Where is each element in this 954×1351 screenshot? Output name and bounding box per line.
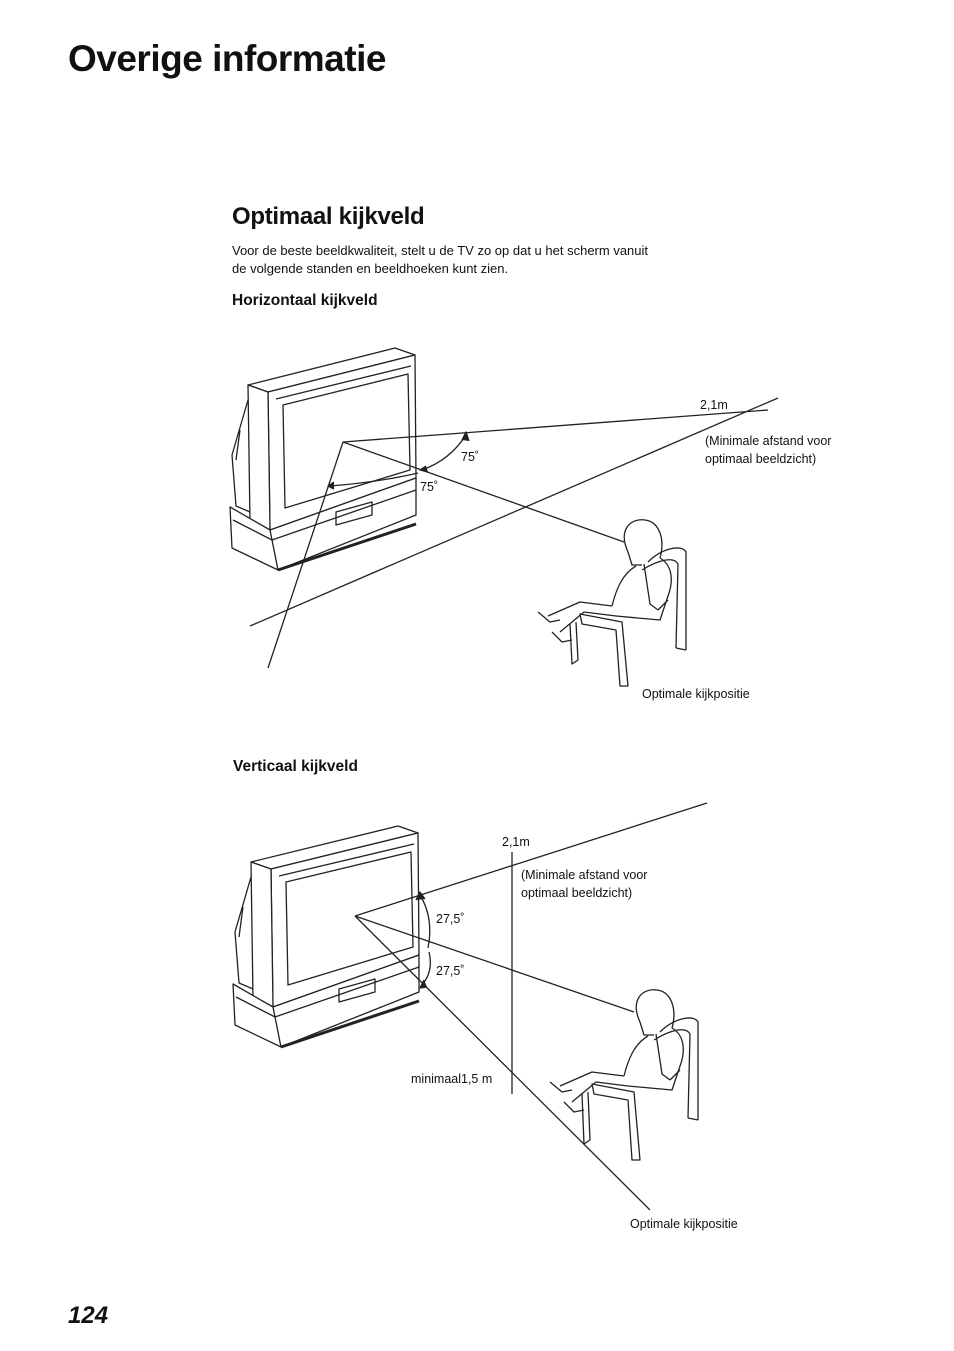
vertical-heading: Verticaal kijkveld — [233, 758, 358, 775]
horizontal-distance-note-line2: optimaal beeldzicht) — [705, 452, 817, 466]
horizontal-angle-lower: 75˚ — [420, 480, 439, 494]
page-number: 124 — [68, 1302, 109, 1329]
viewer-illustration-horizontal — [537, 519, 687, 687]
viewer-illustration-vertical — [549, 989, 699, 1161]
vertical-distance-label: 2,1m — [502, 835, 530, 849]
tv-illustration-horizontal — [229, 347, 417, 572]
angle-arcs-vertical — [415, 891, 432, 989]
vertical-minimum-label: minimaal1,5 m — [411, 1072, 493, 1086]
horizontal-angle-upper: 75˚ — [461, 450, 480, 464]
vertical-distance-note-line2: optimaal beeldzicht) — [521, 886, 633, 900]
angle-arcs-horizontal — [327, 431, 470, 490]
viewing-lines-horizontal — [249, 397, 779, 669]
vertical-distance-note-line1: (Minimale afstand voor — [521, 868, 648, 882]
viewing-lines-vertical — [354, 802, 708, 1211]
horizontal-heading: Horizontaal kijkveld — [232, 292, 378, 309]
vertical-position-label: Optimale kijkpositie — [630, 1217, 738, 1231]
section-title: Optimaal kijkveld — [232, 203, 425, 230]
vertical-angle-lower: 27,5˚ — [436, 964, 465, 978]
page-title: Overige informatie — [68, 38, 386, 79]
vertical-angle-upper: 27,5˚ — [436, 912, 465, 926]
horizontal-distance-label: 2,1m — [700, 398, 728, 412]
horizontal-distance-note-line1: (Minimale afstand voor — [705, 434, 832, 448]
horizontal-position-label: Optimale kijkpositie — [642, 687, 750, 701]
intro-text: Voor de beste beeldkwaliteit, stelt u de… — [232, 243, 649, 276]
tv-illustration-vertical — [232, 825, 420, 1049]
